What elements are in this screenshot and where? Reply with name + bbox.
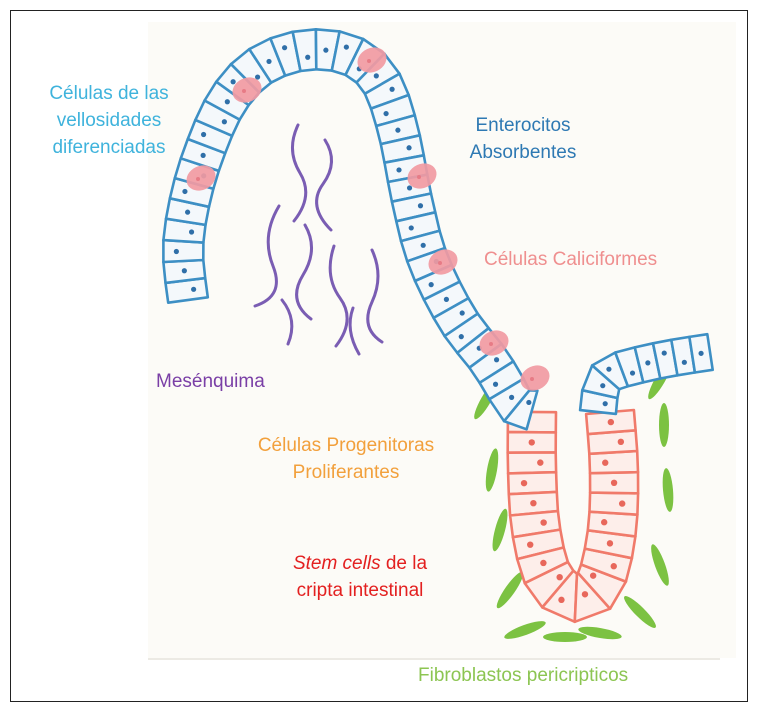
cell-nucleus [606,367,611,372]
cell-nucleus [509,395,514,400]
cell-nucleus [185,210,190,215]
cell-nucleus [590,572,596,578]
cell-nucleus [282,45,287,50]
cell-nucleus [374,73,379,78]
cell-nucleus [607,540,613,546]
cell-nucleus [222,119,227,124]
cell-nucleus [460,310,465,315]
crypt-cell [508,452,556,473]
villus-cells-label-line: diferenciadas [20,134,198,161]
cell-nucleus [530,500,536,506]
cell-nucleus [558,597,564,603]
cell-nucleus [698,351,703,356]
stem-cells-rest: de la [381,553,427,574]
cell-nucleus [600,383,605,388]
villus-cells-label: Células de las vellosidades diferenciada… [20,80,198,161]
cell-nucleus [493,382,498,387]
cell-nucleus [323,48,328,53]
mesenchyme-label: Mesénquima [156,368,265,395]
cell-nucleus [395,128,400,133]
cell-nucleus [618,439,624,445]
cell-nucleus [537,459,543,465]
cell-nucleus [231,79,236,84]
cell-nucleus [389,87,394,92]
cell-nucleus [407,185,412,190]
goblet-nucleus [417,175,421,179]
goblet-nucleus [489,342,493,346]
cell-nucleus [630,370,635,375]
goblet-nucleus [196,177,200,181]
cell-nucleus [444,297,449,302]
cell-nucleus [529,439,535,445]
enterocytes-label-line: Enterocitos [440,112,606,139]
cell-nucleus [494,357,499,362]
stem-cells-label-line2: cripta intestinal [260,577,460,604]
cell-nucleus [682,360,687,365]
progenitor-cells-label-line: Células Progenitoras [244,432,448,459]
goblet-nucleus [367,59,371,63]
cell-nucleus [201,153,206,158]
cell-nucleus [406,145,411,150]
goblet-nucleus [438,261,442,265]
cell-nucleus [182,189,187,194]
villus-cells-label-line: vellosidades [20,107,198,134]
stem-cells-label-line: Stem cells de la [260,550,460,577]
cell-nucleus [266,59,271,64]
cell-nucleus [409,225,414,230]
cell-nucleus [201,132,206,137]
crypt-cell [508,472,557,494]
progenitor-cells-label-line: Proliferantes [244,459,448,486]
cell-nucleus [619,500,625,506]
cell-nucleus [608,419,614,425]
cell-nucleus [396,167,401,172]
fibroblast-cell [659,403,669,447]
stem-cells-italic: Stem cells [293,553,381,574]
goblet-cells-label: Células Caliciformes [484,246,657,273]
cell-nucleus [383,111,388,116]
cell-nucleus [459,334,464,339]
progenitor-cells-label: Células Progenitoras Proliferantes [244,432,448,486]
cell-nucleus [344,44,349,49]
enterocytes-label: Enterocitos Absorbentes [440,112,606,166]
cell-nucleus [305,55,310,60]
villus-cells-label-line: Células de las [20,80,198,107]
cell-nucleus [429,282,434,287]
cell-nucleus [174,249,179,254]
cell-nucleus [601,519,607,525]
fibroblast-cell [543,632,587,642]
cell-nucleus [556,574,562,580]
goblet-nucleus [242,89,246,93]
cell-nucleus [526,400,531,405]
cell-nucleus [418,203,423,208]
cell-nucleus [602,460,608,466]
stem-cells-label: Stem cells de la cripta intestinal [260,550,460,604]
cell-nucleus [189,229,194,234]
cell-nucleus [225,99,230,104]
cell-nucleus [645,360,650,365]
cell-nucleus [582,591,588,597]
cell-nucleus [603,401,608,406]
cell-nucleus [182,268,187,273]
cell-nucleus [527,541,533,547]
cell-nucleus [611,480,617,486]
cell-nucleus [191,287,196,292]
cell-nucleus [662,350,667,355]
goblet-nucleus [530,377,534,381]
cell-nucleus [611,563,617,569]
cell-nucleus [540,519,546,525]
fibroblasts-label: Fibroblastos pericripticos [418,662,628,689]
crypt-cell [590,493,639,515]
cell-nucleus [521,480,527,486]
cell-nucleus [540,560,546,566]
cell-nucleus [421,243,426,248]
enterocytes-label-line: Absorbentes [440,139,606,166]
